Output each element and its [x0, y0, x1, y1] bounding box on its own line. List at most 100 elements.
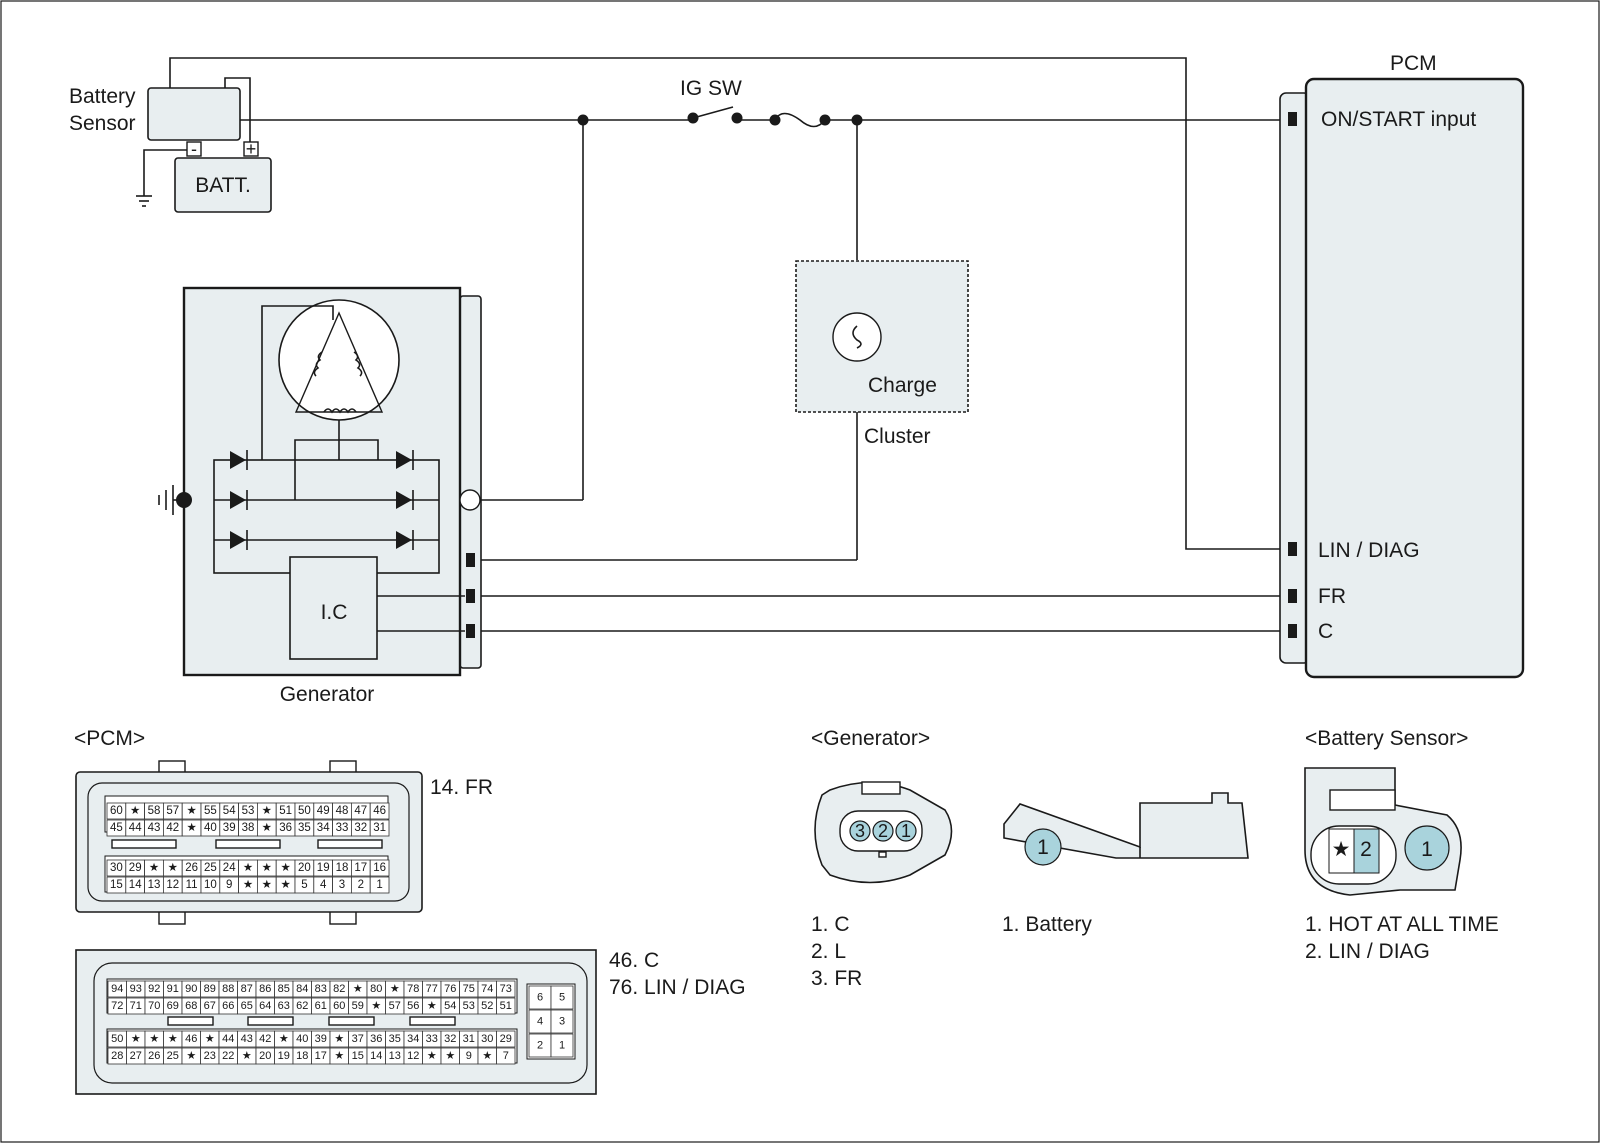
connector-pin-label: 27	[130, 1050, 142, 1062]
pcm-box	[1304, 77, 1525, 679]
connector-pin-label: 78	[407, 983, 419, 995]
connector-pin-label: 12	[407, 1050, 419, 1062]
connector-pin-label: 19	[278, 1050, 290, 1062]
connector-pin-label: ★	[149, 862, 159, 874]
ground-icon	[158, 485, 184, 515]
connector-pin-label: 17	[315, 1050, 327, 1062]
pcm-lin-diag-label: LIN / DIAG	[1318, 539, 1420, 562]
connector-pin-label: 50	[298, 805, 311, 817]
connector-pin-label: 5	[301, 879, 307, 891]
generator-plug-legend-2: 2. L	[811, 940, 846, 963]
connector-pin-label: 51	[500, 1000, 512, 1012]
connector-pin-label: 15	[352, 1050, 364, 1062]
connector-pin-cell	[369, 876, 390, 894]
connector-pin-label: 82	[333, 983, 345, 995]
connector-pin-label: ★	[262, 822, 272, 834]
terminal-pin	[1024, 828, 1062, 866]
connector-pin-label: 30	[481, 1033, 493, 1045]
connector-pin-label: 73	[500, 983, 512, 995]
connector-pin-label: ★	[262, 862, 272, 874]
ic-box	[289, 556, 378, 660]
battery-terminal-body	[1003, 792, 1249, 859]
connector-pin-label: 63	[278, 1000, 290, 1012]
connector-pin-label: 55	[204, 805, 217, 817]
connector-pin-label: 42	[259, 1033, 271, 1045]
pcm-block: PCM ON/START input LIN / DIAG FR C	[1279, 52, 1525, 679]
minus-sign: -	[191, 139, 197, 159]
connector-pin-label: 39	[223, 822, 236, 834]
connector-pin-label: 18	[336, 862, 349, 874]
connector-pin-label: 46	[373, 805, 386, 817]
generator-plug: 3 2 1	[814, 781, 953, 884]
connector-pin-label: 29	[129, 862, 142, 874]
b-terminal-icon	[459, 489, 481, 511]
connector-pin-label: 4	[320, 879, 327, 891]
connector-pin-label: ★	[186, 1050, 196, 1062]
junction-dot	[851, 114, 863, 126]
fuse-contact	[819, 114, 831, 126]
connector-pin-cell	[369, 859, 390, 877]
junction-dot	[577, 114, 589, 126]
connector-pin-label: 2	[358, 879, 364, 891]
connector-pin-label: ★	[168, 1033, 178, 1045]
connector-pin-label: ★	[482, 1050, 492, 1062]
connector-pin-label: ★	[390, 983, 400, 995]
connector-pin-label: ★	[427, 1000, 437, 1012]
connector-pin-label: ★	[334, 1033, 344, 1045]
connector-pin-label: 56	[407, 1000, 419, 1012]
generator-plug-legend-1: 1. C	[811, 913, 850, 936]
connector-pin-label: 71	[130, 1000, 142, 1012]
connector-pin-cell	[369, 819, 390, 837]
connector-pin-label: 25	[204, 862, 217, 874]
key-slot	[167, 1016, 214, 1026]
diode-icon	[230, 530, 248, 550]
connector-pin-label: 25	[167, 1050, 179, 1062]
connector-pin-label: 37	[352, 1033, 364, 1045]
connector-pin-label: 24	[223, 862, 236, 874]
plug-pin	[849, 820, 871, 842]
generator-label: Generator	[280, 683, 375, 706]
connector-pin-label: 17	[354, 862, 367, 874]
diode-icon	[396, 490, 414, 510]
connector-pin-label: 77	[426, 983, 438, 995]
connector-pin-label: 85	[278, 983, 290, 995]
plug-pin-label: 2	[878, 821, 888, 841]
pcm-lower-note-1: 46. C	[609, 949, 659, 972]
connector-pin-label: 57	[389, 1000, 401, 1012]
connector-pin-label: 90	[185, 983, 197, 995]
connector-pin-label: 52	[481, 1000, 493, 1012]
key-slot	[247, 1016, 294, 1026]
connector-pin-label: 33	[426, 1033, 438, 1045]
pcm-connector-2-rim	[93, 962, 588, 1084]
generator-plug-legend-3: 3. FR	[811, 967, 862, 990]
cluster-box	[795, 260, 969, 413]
connector-pin-label: 44	[129, 822, 142, 834]
pcm-title: PCM	[1390, 52, 1437, 75]
connector-pin-label: ★	[243, 862, 253, 874]
lin-diag-wire	[169, 57, 1290, 550]
connector-pin-label: 31	[373, 822, 386, 834]
battery-minus-terminal	[186, 141, 202, 157]
connector-pin-label: 70	[148, 1000, 160, 1012]
plug-pin-label: 1	[901, 821, 911, 841]
connector-pin-cell	[496, 1030, 516, 1048]
connector-pin-label: 5	[559, 992, 565, 1004]
connector-pin-label: ★	[427, 1050, 437, 1062]
coil-icon	[353, 351, 363, 377]
connector-pin-label: ★	[205, 1033, 215, 1045]
generator-block: I.C Generator	[158, 286, 482, 706]
connector-pin-label: 83	[315, 983, 327, 995]
connector-pin-label: 60	[110, 805, 123, 817]
connector-pin-label: 14	[370, 1050, 382, 1062]
connector-pin-label: 47	[354, 805, 367, 817]
sensor-terminal-pin-label: 1	[1421, 838, 1433, 861]
key-slot	[328, 1016, 375, 1026]
connector-pin-label: 59	[352, 1000, 364, 1012]
connector-pin-label: ★	[280, 862, 290, 874]
plug-latch	[861, 781, 901, 795]
plug-key	[878, 851, 887, 858]
connector-pin-label: 68	[185, 1000, 197, 1012]
